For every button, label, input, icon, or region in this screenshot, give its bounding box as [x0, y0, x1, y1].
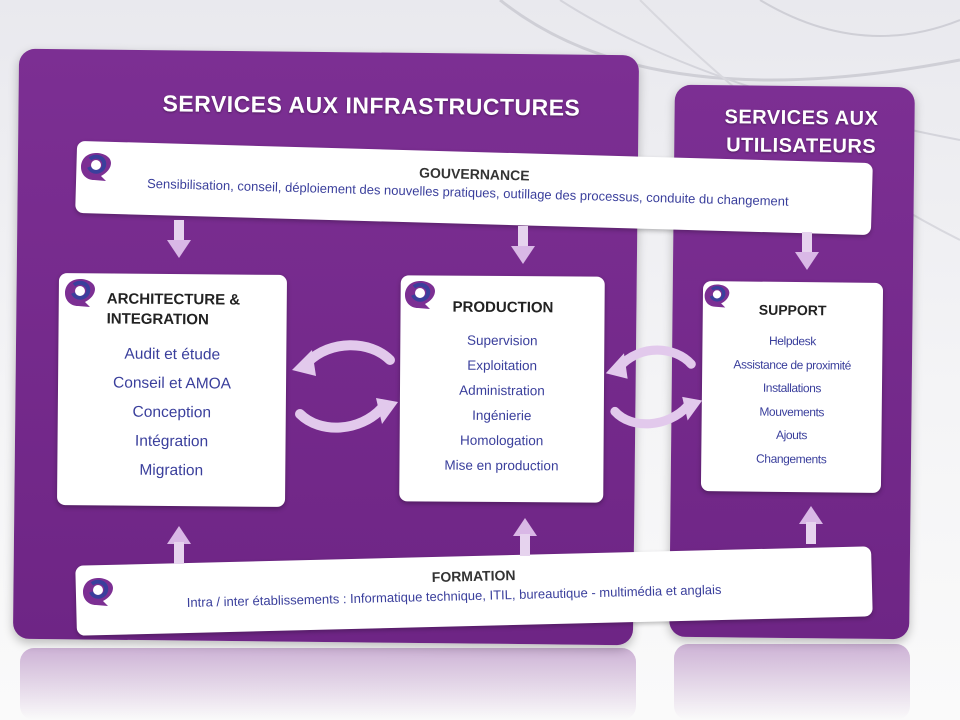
users-title-line1: SERVICES AUX	[724, 106, 879, 130]
infrastructures-title: SERVICES AUX INFRASTRUCTURES	[162, 90, 581, 121]
list-item: Assistance de proximité	[733, 356, 852, 373]
list-item: Ingénierie	[472, 407, 532, 424]
list-item: Intégration	[134, 432, 209, 451]
list-item: Conseil et AMOA	[112, 374, 232, 393]
panel-reflection	[674, 644, 910, 720]
cycle-arrows-icon	[605, 345, 703, 429]
architecture-list: Audit et étude Conseil et AMOA Conceptio…	[57, 339, 286, 486]
list-item: Helpdesk	[768, 333, 816, 349]
list-item: Installations	[762, 380, 822, 396]
support-list: Helpdesk Assistance de proximité Install…	[701, 329, 882, 472]
support-card: SUPPORT Helpdesk Assistance de proximité…	[700, 281, 884, 493]
logo-icon	[65, 279, 95, 307]
arrow-down-icon	[511, 226, 535, 264]
list-item: Exploitation	[467, 357, 538, 374]
arrow-down-icon	[167, 220, 191, 258]
panel-reflection	[20, 648, 636, 720]
list-item: Administration	[459, 382, 545, 399]
architecture-title: ARCHITECTURE & INTEGRATION	[107, 289, 241, 330]
logo-icon	[704, 284, 730, 308]
arrow-down-icon	[795, 232, 819, 270]
logo-icon	[81, 153, 111, 181]
list-item: Changements	[756, 451, 827, 466]
list-item: Ajouts	[775, 427, 808, 443]
production-list: Supervision Exploitation Administration …	[399, 327, 604, 478]
list-item: Mise en production	[444, 457, 559, 474]
users-title-line2: UTILISATEURS	[726, 134, 877, 158]
arrow-up-icon	[799, 506, 823, 544]
list-item: Homologation	[459, 432, 544, 449]
arrow-up-icon	[513, 518, 537, 556]
architecture-title-line1: ARCHITECTURE &	[106, 290, 241, 309]
list-item: Migration	[139, 461, 204, 480]
production-title: PRODUCTION	[452, 298, 554, 317]
users-title: SERVICES AUX UTILISATEURS	[724, 103, 878, 161]
logo-icon	[405, 281, 435, 309]
list-item: Conception	[132, 403, 212, 422]
cycle-arrows-icon	[292, 340, 398, 433]
list-item: Audit et étude	[124, 345, 221, 364]
logo-icon	[83, 578, 113, 606]
support-title: SUPPORT	[758, 301, 827, 319]
list-item: Mouvements	[759, 404, 825, 419]
architecture-title-line2: INTEGRATION	[106, 310, 209, 329]
list-item: Supervision	[467, 332, 538, 349]
arrow-up-icon	[167, 526, 191, 564]
